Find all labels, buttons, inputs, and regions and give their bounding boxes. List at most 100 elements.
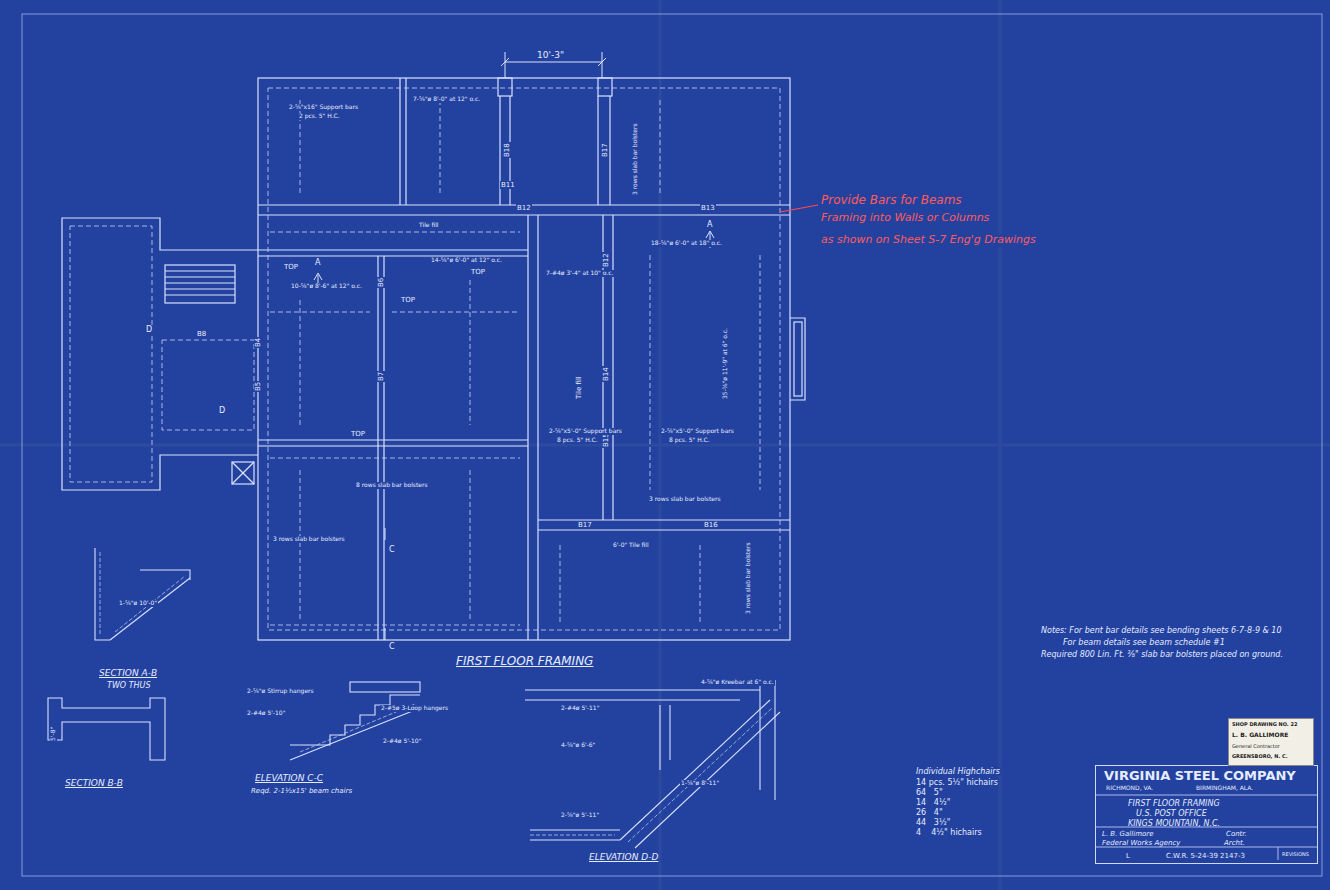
title-block-text: L. B. Gallimore bbox=[1102, 830, 1153, 838]
drawing-line bbox=[100, 552, 772, 842]
bar-note: 2-#4ø 5'-10" bbox=[382, 738, 422, 745]
beam-mark: B18 bbox=[503, 142, 511, 158]
drawing-line bbox=[598, 58, 606, 66]
drawing-line bbox=[774, 680, 775, 800]
bar-note: 2-⅝"x5'-0" Support bars bbox=[548, 428, 623, 435]
drawing-line bbox=[165, 265, 235, 303]
drawing-line bbox=[470, 470, 471, 620]
beam-mark: B14 bbox=[602, 366, 610, 382]
bar-note: 2-#5ø 3-Loop hangers bbox=[380, 705, 449, 712]
drawing-line bbox=[538, 529, 790, 530]
general-note: Notes: For bent bar details see bending … bbox=[1040, 626, 1283, 635]
beam-mark: B17 bbox=[601, 142, 609, 158]
bar-note: 14-⅝"ø 6'-0" at 12" o.c. bbox=[430, 257, 503, 264]
dimension-label: 5'-8" bbox=[50, 726, 57, 742]
drawing-line bbox=[48, 698, 165, 760]
beam-mark: B8 bbox=[196, 330, 207, 338]
drawing-line bbox=[537, 215, 538, 640]
drawing-line bbox=[794, 322, 802, 396]
table-cell: 64 5" bbox=[915, 788, 944, 797]
view-note: TWO THUS bbox=[106, 681, 151, 690]
drawing-line bbox=[258, 78, 790, 640]
section-mark: D bbox=[218, 406, 226, 415]
drawing-line bbox=[62, 218, 258, 490]
drawing-line bbox=[300, 300, 301, 425]
drawing-line bbox=[660, 100, 661, 195]
bar-note: 1-⅝"ø 8'-11" bbox=[680, 780, 720, 787]
drawing-line bbox=[440, 100, 441, 195]
bar-note: 6'-0" Tile fill bbox=[612, 542, 650, 549]
table-cell: 44 3½" bbox=[915, 818, 951, 827]
drawing-line bbox=[95, 548, 110, 640]
drawing-line bbox=[385, 528, 386, 540]
dimension-label: 10'-3" bbox=[536, 50, 565, 60]
drawing-line bbox=[140, 570, 190, 580]
beam-mark: B4 bbox=[254, 337, 262, 348]
drawing-line bbox=[790, 318, 805, 400]
drawing-line bbox=[598, 78, 612, 96]
view-title: ELEVATION C-C bbox=[254, 773, 324, 783]
drawing-line bbox=[602, 52, 603, 78]
drawing-line bbox=[258, 439, 528, 440]
bar-note: 3 rows slab bar bolsters bbox=[632, 122, 639, 196]
table-cell: 14 pcs. 5½" hichairs bbox=[915, 778, 999, 787]
drawing-line bbox=[258, 214, 790, 215]
bar-note: Tile fill bbox=[418, 222, 440, 229]
section-mark: D bbox=[145, 325, 153, 334]
table-cell: 14 4½" bbox=[915, 798, 951, 807]
drawing-line bbox=[392, 312, 520, 313]
revision-note: Provide Bars for Beams bbox=[820, 194, 963, 208]
bar-note: 3 rows slab bar bolsters bbox=[648, 496, 722, 503]
drawing-line bbox=[1095, 795, 1318, 796]
stamp-text: SHOP DRAWING NO. 22 bbox=[1232, 722, 1297, 728]
section-mark: A bbox=[706, 220, 713, 229]
title-block-text: VIRGINIA STEEL COMPANY bbox=[1104, 769, 1296, 784]
bar-note: 35-⅝"ø 11'-9" at 6" o.c. bbox=[722, 327, 729, 400]
title-block-text: C.W.R. 5-24-39 2147-3 bbox=[1166, 852, 1245, 860]
title-block-text: Contr. bbox=[1226, 830, 1247, 838]
drawing-line bbox=[405, 78, 406, 205]
title-block-text: REVISIONS bbox=[1282, 852, 1309, 858]
drawing-line bbox=[232, 462, 254, 484]
drawing-line bbox=[628, 708, 772, 842]
title-block-text: BIRMINGHAM, ALA. bbox=[1196, 785, 1253, 792]
view-title: ELEVATION D-D bbox=[588, 852, 659, 862]
bar-note: 1-⅝"ø 10'-0" bbox=[118, 600, 158, 607]
view-title: SECTION B-B bbox=[64, 778, 124, 788]
drawing-line bbox=[385, 628, 386, 640]
drawing-line bbox=[258, 445, 528, 446]
general-note: Required 800 Lin. Ft. ⅜" slab bar bolste… bbox=[1040, 650, 1284, 659]
bar-note: TOP bbox=[470, 268, 486, 276]
drawing-line bbox=[597, 96, 598, 205]
view-title: SECTION A-B bbox=[98, 668, 158, 678]
title-block-text: U.S. POST OFFICE bbox=[1136, 809, 1207, 818]
title-block-text: KINGS MOUNTAIN, N.C. bbox=[1128, 819, 1220, 828]
title-block-text: FIRST FLOOR FRAMING bbox=[1128, 799, 1220, 808]
drawing-line bbox=[377, 256, 378, 640]
bar-note: 2 pcs. 5" H.C. bbox=[298, 113, 341, 120]
drawing-line bbox=[560, 545, 561, 625]
drawing-line bbox=[350, 682, 420, 692]
drawing-line bbox=[530, 835, 615, 836]
bar-note: 8 pcs. 5" H.C. bbox=[556, 437, 599, 444]
drawing-line bbox=[383, 256, 384, 640]
bar-note: 4-⅝"ø Kreebar at 6" o.c. bbox=[700, 679, 775, 686]
drawing-line bbox=[165, 276, 235, 277]
drawing-line bbox=[300, 470, 301, 620]
beam-mark: B12 bbox=[602, 252, 610, 268]
beam-mark: B7 bbox=[377, 371, 385, 382]
drawing-line bbox=[669, 705, 670, 760]
drawing-line bbox=[1278, 847, 1279, 860]
title-block-text: Federal Works Agency bbox=[1102, 839, 1180, 847]
drawing-line bbox=[399, 78, 400, 205]
stamp-text: L. B. GALLIMORE bbox=[1232, 732, 1288, 739]
stamp-text: General Contractor bbox=[1232, 744, 1280, 750]
bar-note: 10-⅝"ø 8'-6" at 12" o.c. bbox=[290, 283, 363, 290]
section-mark: A bbox=[314, 258, 321, 267]
title-block-text: Archt. bbox=[1224, 839, 1245, 847]
drawing-line bbox=[635, 712, 780, 848]
beam-mark: B17 bbox=[577, 521, 593, 529]
beam-mark: B5 bbox=[254, 381, 262, 392]
